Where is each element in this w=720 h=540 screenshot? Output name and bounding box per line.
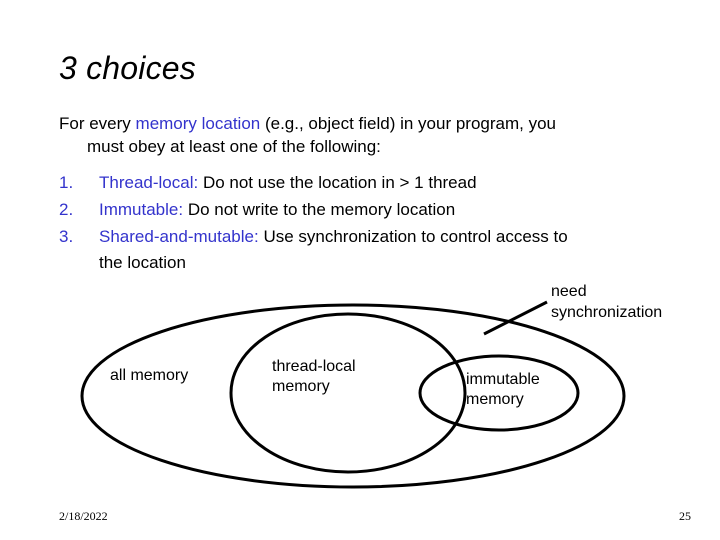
list-item-description: Do not use the location in > 1 thread (198, 173, 477, 192)
intro-highlight: memory location (135, 114, 261, 133)
list-item-number: 2. (59, 200, 74, 219)
intro-rest: (e.g., object field) in your program, yo… (260, 114, 556, 133)
intro-lead: For every (59, 114, 136, 133)
footer-date: 2/18/2022 (59, 509, 108, 523)
intro-continuation: must obey at least one of the following: (87, 137, 381, 156)
list-item: 2. Immutable: Do not write to the memory … (59, 197, 669, 223)
page-title: 3 choices (59, 50, 196, 86)
venn-label-thread-local-memory: thread-local memory (272, 358, 356, 395)
venn-annotation-need-synchronization: need synchronization (551, 283, 663, 321)
list-item-description: Use synchronization to control access to (258, 227, 568, 246)
list-item-term: Immutable: (99, 200, 184, 219)
leader-line-need-synchronization (483, 300, 548, 336)
intro-paragraph: For every memory location (e.g., object … (59, 112, 659, 158)
ellipse-thread-local-memory (229, 312, 467, 474)
list-item-wrap-line: the location (99, 253, 186, 272)
ellipse-all-memory (80, 303, 626, 489)
list-item-description: Do not write to the memory location (183, 200, 456, 219)
choice-list: 1. Thread-local: Do not use the location … (59, 170, 669, 277)
list-item: 1. Thread-local: Do not use the location … (59, 170, 669, 196)
list-item-number: 1. (59, 173, 74, 192)
footer-page-number: 25 (679, 509, 691, 523)
list-item-term: Shared-and-mutable: (99, 227, 259, 246)
venn-label-immutable-memory: immutable memory (466, 371, 540, 408)
list-item-term: Thread-local: (99, 173, 199, 192)
list-item-number: 3. (59, 227, 74, 246)
ellipse-immutable-memory (418, 354, 580, 432)
venn-label-all-memory: all memory (110, 367, 189, 384)
list-item: 3. Shared-and-mutable: Use synchronizatio… (59, 224, 669, 276)
